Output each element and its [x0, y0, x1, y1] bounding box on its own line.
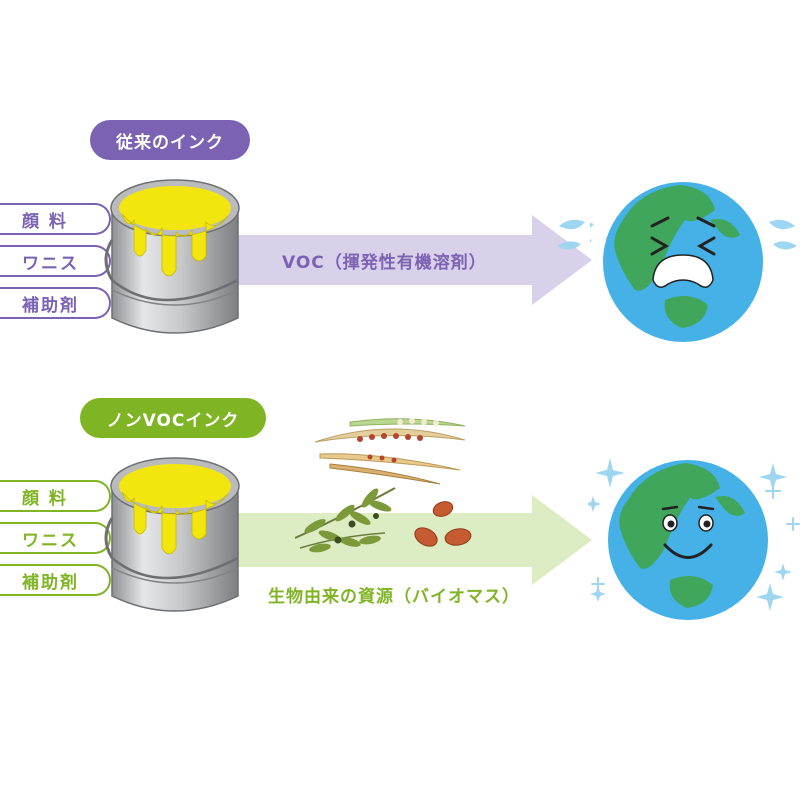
happy-earth-icon: [608, 460, 768, 620]
tear-icon: [557, 219, 585, 250]
ingredient-varnish-tag: ワニス: [0, 245, 111, 277]
voc-arrow-label: VOC（揮発性有機溶剤）: [282, 253, 487, 273]
beans-icon: [314, 418, 466, 485]
ingredient-additive-tag: 補助剤: [0, 287, 111, 319]
tear-icon: [769, 219, 797, 250]
paint-can-icon: [104, 457, 240, 612]
conventional-ink-title: 従来のインク: [90, 120, 250, 160]
sparkle-icon: [588, 458, 800, 611]
ingredient-pigment-tag: 顔 料: [0, 480, 111, 512]
olive-branch-icon: [294, 487, 396, 553]
non-voc-ink-title: ノンVOCインク: [80, 398, 266, 438]
almonds-icon: [414, 501, 472, 547]
ingredient-pigment-tag: 顔 料: [0, 203, 111, 235]
ingredient-additive-tag: 補助剤: [0, 564, 111, 596]
biomass-arrow: [222, 495, 592, 585]
biomass-arrow-label: 生物由来の資源（バイオマス）: [268, 587, 520, 607]
ingredient-varnish-tag: ワニス: [0, 522, 111, 554]
paint-can-icon: [104, 179, 240, 334]
sad-earth-icon: [590, 182, 763, 342]
voc-arrow: [222, 215, 592, 305]
